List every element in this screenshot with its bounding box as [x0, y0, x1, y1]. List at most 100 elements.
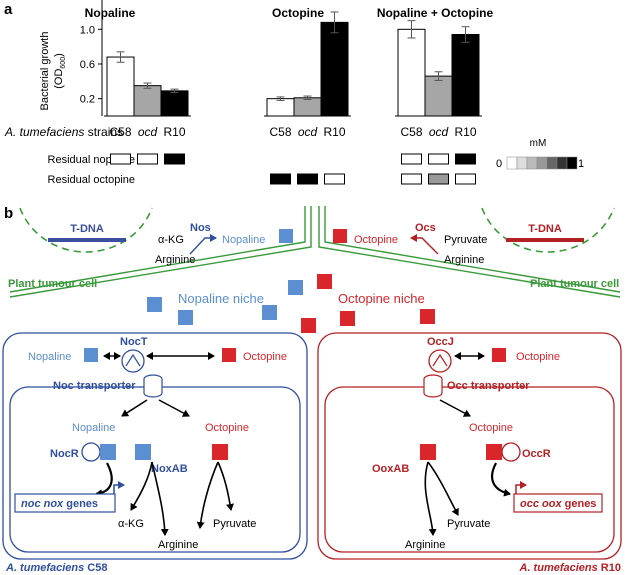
c58-cell-outer-membrane [2, 332, 308, 560]
occr-regulator [501, 442, 521, 462]
akg-label-synthesis: α-KG [158, 234, 184, 246]
noc-nox-genes-box [14, 493, 116, 513]
occr-activation-arrow [491, 462, 511, 497]
y-axis-label-line2: (OD600) [53, 53, 67, 89]
plant-tumour-cell-label-right: Plant tumour cell [530, 278, 619, 290]
residual-nopaline-cell [164, 153, 185, 165]
octopine-niche-label: Octopine niche [338, 291, 425, 306]
pyruvate-label-r10: Pyruvate [447, 518, 490, 530]
panel-b-label: b [4, 205, 13, 222]
arginine-label-nos: Arginine [155, 254, 195, 266]
noxab-label: NoxAB [151, 463, 188, 475]
octopine-label-synthesis: Octopine [354, 234, 398, 246]
noct-label: NocT [120, 336, 148, 348]
occj-binding-site [432, 353, 448, 367]
residual-octopine-cell [297, 173, 318, 185]
strain-label: ocd [138, 125, 158, 139]
ocs-reaction-arrow [410, 234, 439, 255]
uptake-arrow-octopine [158, 399, 190, 417]
strain-label: C58 [269, 125, 291, 139]
nos-reaction-arrow [189, 234, 217, 255]
octopine-catabolism-arrow-arginine [196, 461, 219, 529]
occ-transporter-icon [423, 374, 443, 398]
residual-nopaline-cell [137, 153, 158, 165]
ocs-enzyme-label: Ocs [415, 222, 436, 234]
nopaline-square [135, 444, 151, 460]
noc-transporter-icon [143, 374, 163, 398]
pyruvate-label-c58: Pyruvate [213, 518, 256, 530]
residual-nopaline-cell [455, 153, 476, 165]
arginine-label-c58: Arginine [158, 539, 198, 551]
octopine-square [486, 444, 502, 460]
occ-oox-genes-label: occ oox genes [520, 498, 596, 510]
occr-label: OccR [522, 448, 551, 460]
residual-octopine-cell [324, 173, 345, 185]
tdna-label-left: T-DNA [70, 223, 104, 235]
nopaline-square [178, 310, 193, 325]
scale-swatch [536, 156, 548, 170]
bar [424, 75, 453, 117]
group-title-nopaline: Nopaline [85, 6, 136, 20]
bar [293, 97, 322, 117]
y-tick-label: 1.4 [80, 0, 95, 2]
nopaline-square [288, 280, 303, 295]
strain-label: C58 [109, 125, 131, 139]
residual-nopaline-cell [401, 153, 422, 165]
nopaline-label-c58-outside: Nopaline [28, 351, 71, 363]
octopine-square [222, 348, 236, 362]
strain-label: ocd [298, 125, 318, 139]
octopine-label-c58-inside: Octopine [205, 422, 249, 434]
bar [266, 98, 295, 117]
occ-promoter-arrow [515, 481, 527, 494]
r10-cell-inner-membrane [324, 386, 615, 553]
akg-label-catabolism: α-KG [118, 518, 144, 530]
bar [160, 90, 189, 117]
plant-tumour-cell-label-left: Plant tumour cell [8, 278, 97, 290]
uptake-arrow-octopine-r10 [439, 399, 471, 417]
scale-swatch [526, 156, 538, 170]
noc-nox-genes-label: noc nox genes [21, 498, 98, 510]
scale-swatch [566, 156, 578, 170]
scale-swatch [506, 156, 518, 170]
residual-nopaline-cell [428, 153, 449, 165]
residual-octopine-cell [401, 173, 422, 185]
mm-color-scale [506, 156, 578, 170]
octopine-label-r10-outside: Octopine [516, 351, 560, 363]
scale-swatch [556, 156, 568, 170]
nucleus-left [19, 207, 153, 253]
residual-octopine-cell [428, 173, 449, 185]
ooxab-label: OoxAB [372, 463, 409, 475]
y-tick-label: 0.2 [80, 94, 95, 106]
octopine-square [420, 309, 435, 324]
noct-binding-protein [121, 349, 145, 373]
occ-oox-genes-box [513, 493, 603, 513]
plant-membrane-left-inner [9, 206, 312, 298]
y-axis-label: Bacterial growth (OD600) [39, 32, 67, 111]
bar [451, 34, 480, 117]
y-tick-label: 0.6 [80, 59, 95, 71]
pyruvate-label-synthesis: Pyruvate [444, 234, 487, 246]
octopine-catabolism-arrow-pyruvate-r10 [427, 461, 459, 516]
panel-a: a Nopaline Octopine Nopaline + Octopine … [4, 0, 584, 186]
residual-indicators [110, 153, 476, 185]
strain-label: R10 [323, 125, 345, 139]
nopaline-square [147, 297, 162, 312]
octopine-catabolism-arrow-pyruvate [217, 461, 234, 511]
strain-label: C58 [400, 125, 422, 139]
octopine-square [340, 311, 355, 326]
octopine-square [317, 274, 332, 289]
nopaline-niche-label: Nopaline niche [178, 291, 264, 306]
plant-membrane-left-outer [9, 206, 306, 293]
group-title-both: Nopaline + Octopine [377, 6, 494, 20]
octopine-square [492, 348, 506, 362]
bar [133, 85, 162, 117]
nopaline-catabolism-arrow-arginine [151, 461, 169, 536]
residual-octopine-label: Residual octopine [48, 174, 135, 186]
tdna-label-right: T-DNA [528, 223, 562, 235]
y-tick-label: 1.0 [80, 24, 95, 36]
bar-chart: 0.2 0.6 1.0 1.4 [80, 0, 482, 117]
c58-strain-label: A. tumefaciens C58 [5, 562, 108, 574]
r10-cell-outer-membrane [317, 332, 622, 560]
